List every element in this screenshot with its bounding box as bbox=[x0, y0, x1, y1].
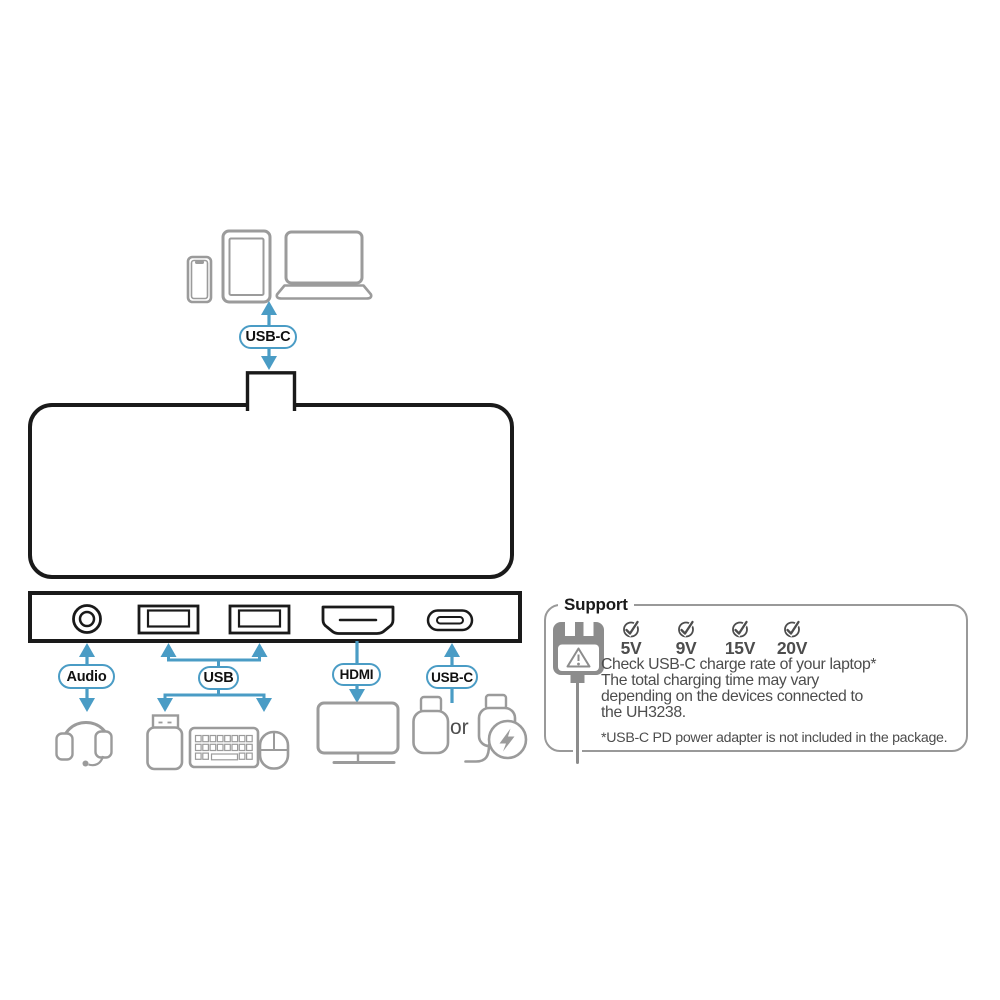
up-arrow-icon bbox=[444, 643, 460, 657]
audio-jack-port-icon bbox=[72, 604, 102, 634]
smartphone-icon bbox=[186, 255, 213, 304]
usb-c-device-label: USB-C bbox=[426, 665, 478, 689]
usb-c-connector-icon bbox=[245, 371, 297, 411]
usb-a-port-icon bbox=[228, 604, 291, 635]
voltage-9v: 9V bbox=[675, 638, 697, 658]
usb-flash-drive-icon bbox=[146, 714, 184, 771]
dock-icon bbox=[28, 403, 514, 579]
down-arrow-icon bbox=[79, 698, 95, 712]
support-footnote: *USB-C PD power adapter is not included … bbox=[601, 730, 948, 746]
support-description-line: Check USB-C charge rate of your laptop* bbox=[601, 656, 877, 673]
usb-c-port-icon bbox=[426, 609, 474, 632]
support-panel: Support bbox=[544, 595, 968, 752]
down-arrow-icon bbox=[157, 698, 173, 712]
laptop-icon bbox=[275, 230, 373, 300]
support-description-line: depending on the devices connected to bbox=[601, 687, 863, 705]
monitor-icon bbox=[316, 701, 400, 764]
usb-c-power-adapter-icon bbox=[464, 693, 528, 763]
up-arrow-icon bbox=[160, 643, 177, 657]
audio-label: Audio bbox=[58, 664, 115, 689]
tablet-icon bbox=[221, 229, 272, 304]
usb-c-host-label: USB-C bbox=[239, 325, 297, 349]
usb-label: USB bbox=[198, 666, 239, 690]
up-arrow-icon bbox=[251, 643, 268, 657]
dock-ports-strip bbox=[28, 591, 522, 643]
lightning-bolt-icon bbox=[499, 728, 515, 752]
support-description-line: the UH3238. bbox=[601, 703, 686, 721]
support-description: Check USB-C charge rate of your laptop* … bbox=[601, 657, 971, 721]
hdmi-port-icon bbox=[321, 605, 395, 635]
down-arrow-icon bbox=[256, 698, 272, 712]
voltage-20v: 20V bbox=[776, 638, 808, 658]
up-arrow-icon bbox=[79, 643, 95, 657]
usb-a-port-icon bbox=[137, 604, 200, 635]
or-label: or bbox=[450, 716, 469, 739]
voltage-5v: 5V bbox=[620, 638, 642, 658]
down-arrow-icon bbox=[261, 356, 277, 370]
usb-c-plug-icon bbox=[412, 695, 450, 755]
hdmi-label: HDMI bbox=[332, 663, 381, 686]
down-arrow-icon bbox=[349, 689, 365, 703]
headset-icon bbox=[55, 721, 113, 767]
up-arrow-icon bbox=[261, 301, 277, 315]
voltage-15v: 15V bbox=[724, 638, 756, 658]
keyboard-icon bbox=[188, 726, 260, 769]
support-description-line: The total charging time may vary bbox=[601, 671, 819, 689]
support-panel-title: Support bbox=[558, 595, 634, 615]
mouse-icon bbox=[258, 730, 290, 770]
